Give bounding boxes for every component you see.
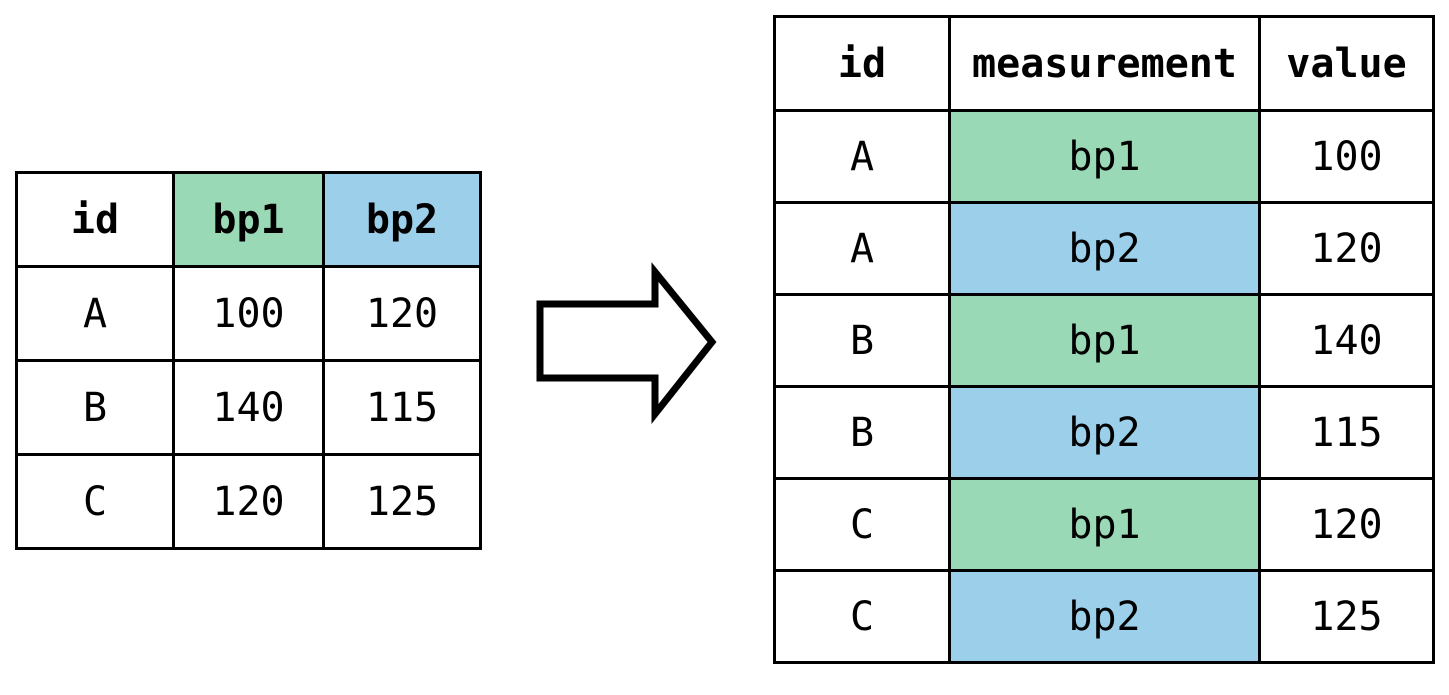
table-row: B bp2 115 xyxy=(773,385,1435,480)
wide-cell-bp2: 120 xyxy=(322,265,482,362)
long-cell-value: 115 xyxy=(1258,385,1435,480)
wide-cell-bp2: 125 xyxy=(322,453,482,550)
long-cell-value: 120 xyxy=(1258,201,1435,296)
table-header-row: id measurement value xyxy=(773,15,1435,112)
table-row: B bp1 140 xyxy=(773,293,1435,388)
long-cell-measurement: bp2 xyxy=(948,385,1261,480)
long-cell-id: A xyxy=(773,109,951,204)
wide-cell-id: B xyxy=(15,359,175,456)
long-cell-value: 120 xyxy=(1258,477,1435,572)
long-header-measurement: measurement xyxy=(948,15,1261,112)
long-cell-measurement: bp1 xyxy=(948,109,1261,204)
wide-cell-id: C xyxy=(15,453,175,550)
long-cell-value: 125 xyxy=(1258,569,1435,664)
long-format-table: id measurement value A bp1 100 A bp2 120… xyxy=(773,15,1435,664)
wide-header-bp1: bp1 xyxy=(172,171,325,268)
wide-cell-bp1: 120 xyxy=(172,453,325,550)
wide-cell-bp1: 140 xyxy=(172,359,325,456)
long-cell-id: B xyxy=(773,385,951,480)
arrow-shape xyxy=(536,262,717,425)
table-row: C 120 125 xyxy=(15,453,482,550)
long-cell-value: 140 xyxy=(1258,293,1435,388)
wide-format-table: id bp1 bp2 A 100 120 B 140 115 C 120 125 xyxy=(15,171,482,550)
long-header-value: value xyxy=(1258,15,1435,112)
table-row: C bp1 120 xyxy=(773,477,1435,572)
wide-cell-bp1: 100 xyxy=(172,265,325,362)
long-cell-measurement: bp1 xyxy=(948,293,1261,388)
long-cell-id: C xyxy=(773,569,951,664)
long-cell-id: C xyxy=(773,477,951,572)
right-block-arrow-icon xyxy=(536,262,717,425)
wide-header-bp2: bp2 xyxy=(322,171,482,268)
long-cell-measurement: bp2 xyxy=(948,569,1261,664)
table-row: A bp1 100 xyxy=(773,109,1435,204)
table-row: A 100 120 xyxy=(15,265,482,362)
wide-cell-id: A xyxy=(15,265,175,362)
table-row: A bp2 120 xyxy=(773,201,1435,296)
table-row: B 140 115 xyxy=(15,359,482,456)
long-cell-id: A xyxy=(773,201,951,296)
long-header-id: id xyxy=(773,15,951,112)
long-cell-value: 100 xyxy=(1258,109,1435,204)
long-cell-measurement: bp2 xyxy=(948,201,1261,296)
long-cell-measurement: bp1 xyxy=(948,477,1261,572)
table-header-row: id bp1 bp2 xyxy=(15,171,482,268)
long-cell-id: B xyxy=(773,293,951,388)
wide-header-id: id xyxy=(15,171,175,268)
wide-cell-bp2: 115 xyxy=(322,359,482,456)
table-row: C bp2 125 xyxy=(773,569,1435,664)
